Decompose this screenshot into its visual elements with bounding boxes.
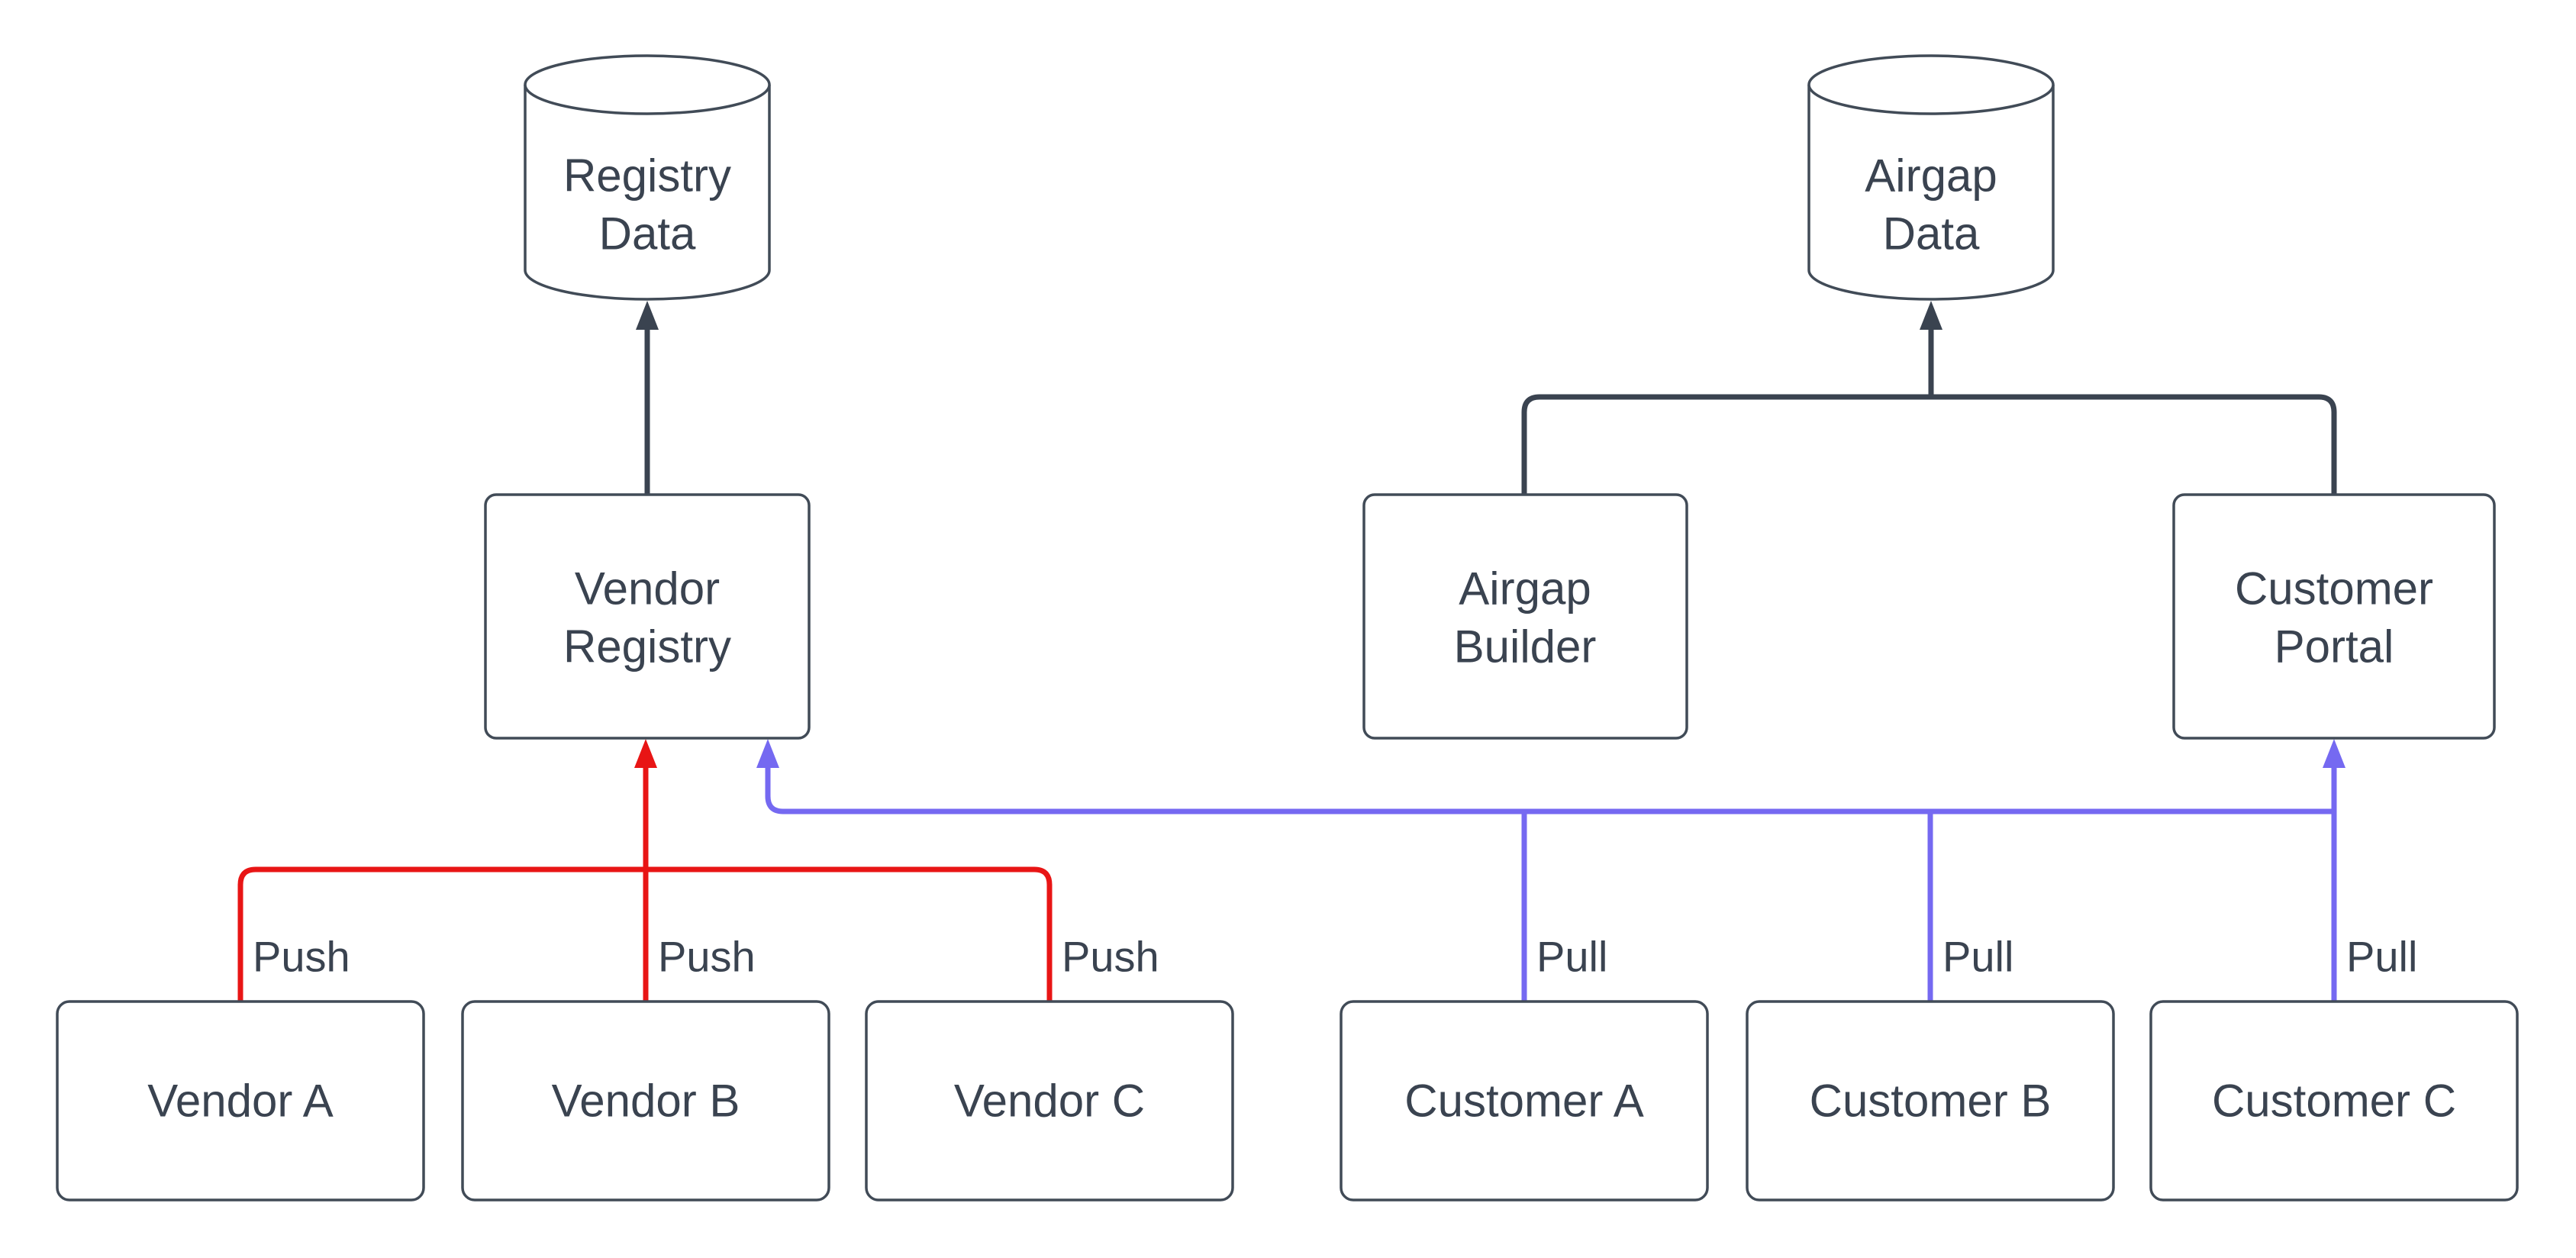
push-label-vendor-a: Push [253,933,350,981]
node-customer-b [1746,1000,2115,1202]
vendor-c-label: Vendor C [954,1076,1145,1127]
arrowhead-into-registry-data [636,301,659,330]
vendor-registry-label-line1: Vendor [575,563,720,614]
node-vendor-b [461,1000,830,1202]
pull-label-customer-b: Pull [1942,933,2013,981]
node-registry-data [524,54,771,301]
registry-data-label-line2: Data [599,208,696,260]
edge-airgap-builder-and-customer-portal-bus [1521,394,2337,495]
dark-arrowheads [636,301,1942,330]
vendor-b-label: Vendor B [552,1076,740,1127]
vendor-a-label: Vendor A [147,1076,334,1127]
node-vendor-a [56,1000,425,1202]
airgap-data-cylinder-top [1807,54,2055,115]
customer-a-label: Customer A [1404,1076,1643,1127]
node-customer-a [1340,1000,1709,1202]
airgap-data-label-line1: Airgap [1865,150,1997,202]
registry-data-cylinder-top [524,54,771,115]
arrowhead-push-into-vendor-registry [634,739,657,768]
push-label-vendor-c: Push [1062,933,1159,981]
pull-label-customer-a: Pull [1536,933,1607,981]
registry-data-label-line1: Registry [563,150,731,202]
airgap-data-label-line2: Data [1883,208,1980,260]
node-airgap-builder [1362,493,1688,740]
arrowhead-pull-into-vendor-registry [756,739,779,768]
airgap-builder-label-line1: Airgap [1459,563,1591,614]
push-edges [237,765,1053,1002]
node-vendor-c [865,1000,1234,1202]
customer-portal-label-line1: Customer [2235,563,2433,614]
pull-arrowheads [756,739,2345,768]
pull-label-customer-c: Pull [2346,933,2417,981]
pull-bus-to-vendor-registry-elbow [765,766,2334,814]
registry-data-cylinder-body [524,85,771,301]
customer-portal-label-line2: Portal [2275,621,2394,673]
arrowhead-pull-into-customer-portal [2323,739,2345,768]
labels: Registry Data Airgap Data Vendor Registr… [147,150,2456,1127]
nodes [56,54,2519,1202]
node-customer-portal [2172,493,2496,740]
customer-c-label: Customer C [2212,1076,2456,1127]
customer-b-label: Customer B [1810,1076,2052,1127]
push-arrowheads [634,739,657,768]
node-vendor-registry [484,493,811,740]
node-airgap-data [1807,54,2055,301]
vendor-registry-label-line2: Registry [563,621,731,673]
dark-edges [644,327,2337,495]
node-customer-c [2149,1000,2519,1202]
airgap-data-cylinder-body [1807,85,2055,301]
pull-edges [765,765,2337,1002]
push-label-vendor-b: Push [658,933,756,981]
arrowhead-into-airgap-data [1920,301,1942,330]
airgap-builder-label-line2: Builder [1454,621,1597,673]
